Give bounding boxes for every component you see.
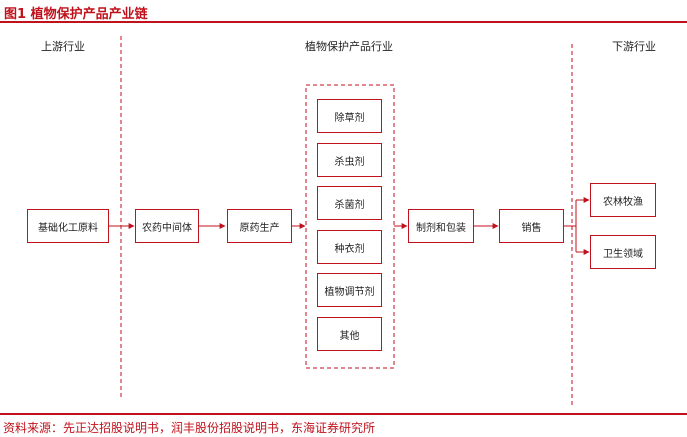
figure-title: 图1 植物保护产品产业链: [4, 7, 148, 22]
node-seed-treatment: 种衣剂: [317, 230, 382, 264]
source-note: 资料来源：先正达招股说明书，润丰股份招股说明书，东海证券研究所: [3, 421, 376, 435]
bottom-rule: [0, 413, 687, 415]
node-technical-production: 原药生产: [227, 209, 292, 243]
midstream-label: 植物保护产品行业: [305, 40, 393, 53]
node-formulation-packaging: 制剂和包装: [408, 209, 474, 243]
node-sales: 销售: [499, 209, 564, 243]
node-basic-chemical: 基础化工原料: [27, 209, 109, 243]
node-herbicide: 除草剂: [317, 99, 382, 133]
upstream-label: 上游行业: [41, 40, 85, 53]
node-pesticide-intermediate: 农药中间体: [135, 209, 199, 243]
node-public-health: 卫生领域: [590, 235, 656, 269]
node-agriculture: 农林牧渔: [590, 183, 656, 217]
top-rule: [0, 21, 687, 23]
product-types-group: [305, 84, 395, 369]
node-fungicide: 杀菌剂: [317, 186, 382, 220]
downstream-label: 下游行业: [612, 40, 656, 53]
node-plant-growth-regulator: 植物调节剂: [317, 273, 382, 307]
node-insecticide: 杀虫剂: [317, 143, 382, 177]
node-other: 其他: [317, 317, 382, 351]
